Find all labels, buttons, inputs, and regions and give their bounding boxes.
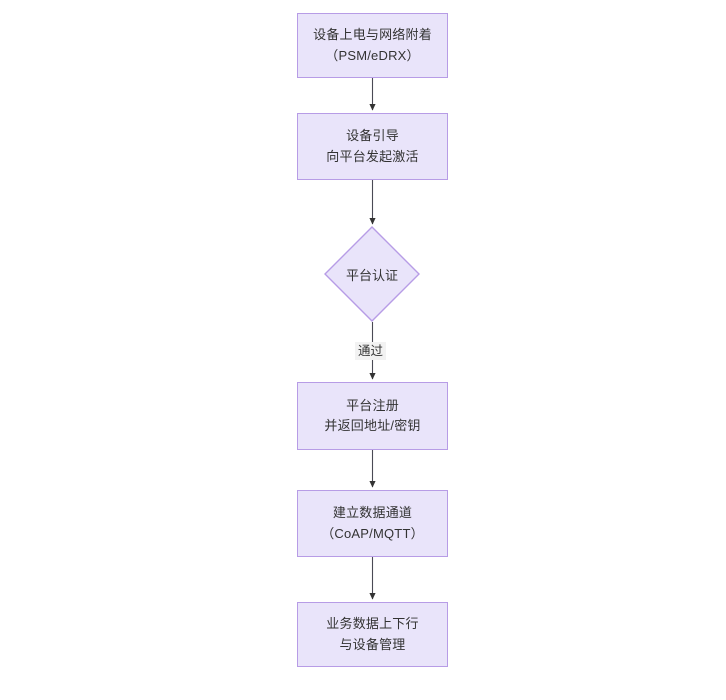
node-business-data[interactable]: 业务数据上下行 与设备管理 [297, 602, 448, 667]
node-platform-register[interactable]: 平台注册 并返回地址/密钥 [297, 382, 448, 450]
edge-label-pass: 通过 [355, 342, 387, 361]
node-label: 业务数据上下行 与设备管理 [326, 616, 419, 652]
node-label: 设备上电与网络附着 （PSM/eDRX） [313, 27, 432, 63]
diamond-shape [324, 226, 420, 322]
node-device-bootstrap[interactable]: 设备引导 向平台发起激活 [297, 113, 448, 180]
node-device-power-on[interactable]: 设备上电与网络附着 （PSM/eDRX） [297, 13, 448, 78]
node-data-channel[interactable]: 建立数据通道 （CoAP/MQTT） [297, 490, 448, 557]
node-platform-auth-decision[interactable]: 平台认证 [324, 226, 420, 322]
node-label: 平台认证 [345, 267, 398, 283]
node-label: 设备引导 向平台发起激活 [326, 128, 419, 164]
node-label: 建立数据通道 （CoAP/MQTT） [321, 505, 424, 541]
node-label: 平台注册 并返回地址/密钥 [324, 397, 421, 433]
